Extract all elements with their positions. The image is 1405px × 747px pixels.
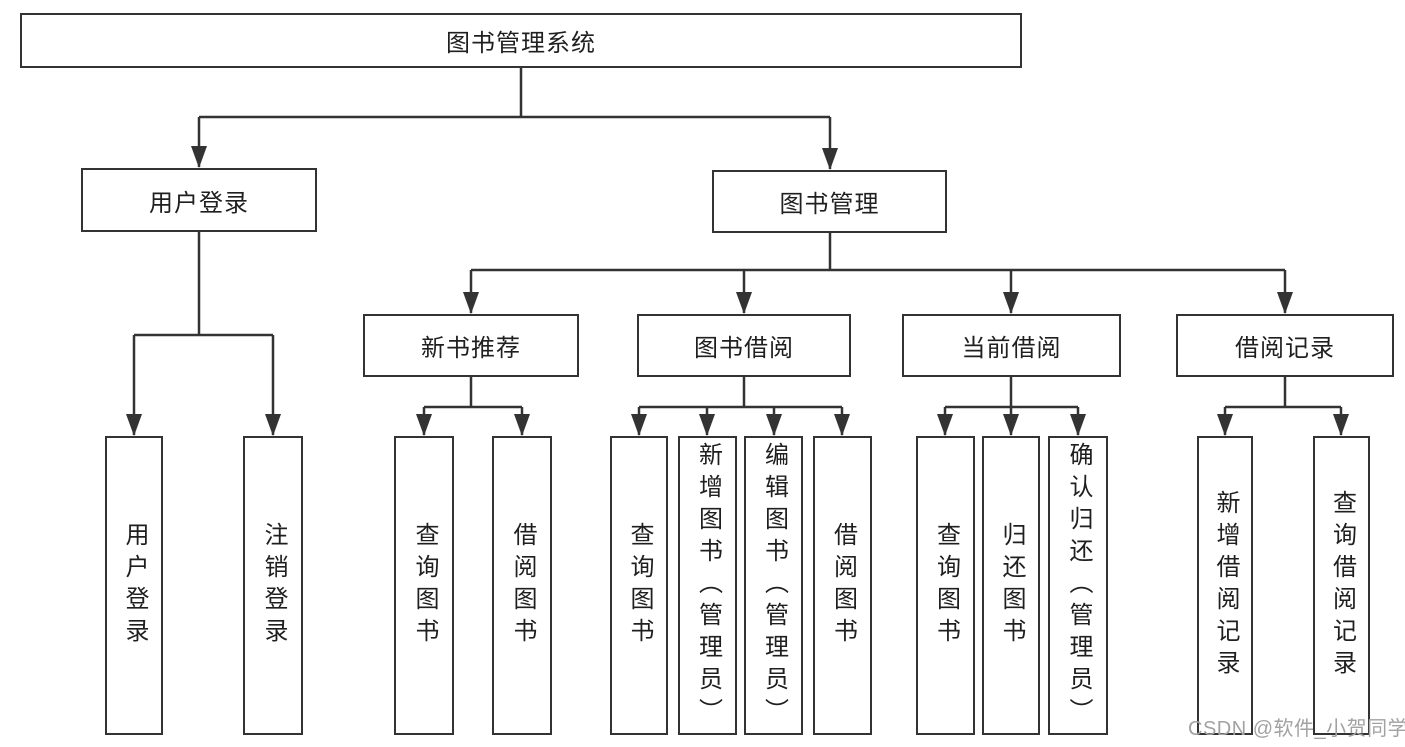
leaf-borrow-books: 借阅图书 [813,436,872,735]
leaf-add-borrow-record-label: 新增借阅记录 [1212,489,1239,682]
leaf-query-books-borrow: 查询图书 [610,436,668,735]
node-borrow-records: 借阅记录 [1176,314,1394,377]
leaf-borrow-books-recommend: 借阅图书 [492,436,552,735]
leaf-add-books-admin-label: 新增图书（管理员） [694,441,722,730]
leaf-edit-books-admin: 编辑图书（管理员） [744,436,803,735]
node-user-login: 用户登录 [81,168,317,232]
leaf-confirm-return-admin: 确认归还（管理员） [1048,436,1108,735]
leaf-add-borrow-record: 新增借阅记录 [1197,436,1253,735]
node-root-library-system: 图书管理系统 [20,13,1022,68]
leaf-add-books-admin: 新增图书（管理员） [678,436,737,735]
leaf-query-books-borrow-label: 查询图书 [626,521,653,650]
node-book-borrow-label: 图书借阅 [694,335,794,362]
leaf-user-login: 用户登录 [105,436,163,735]
leaf-logout-label: 注销登录 [260,521,287,650]
leaf-return-books-label: 归还图书 [998,521,1025,650]
node-user-login-label: 用户登录 [149,189,249,217]
leaf-query-books-recommend-label: 查询图书 [411,521,438,650]
node-current-borrow: 当前借阅 [902,314,1121,377]
node-root-label: 图书管理系统 [446,30,596,57]
leaf-query-books-recommend: 查询图书 [394,436,454,735]
node-new-book-recommend: 新书推荐 [363,314,579,377]
leaf-query-books-current: 查询图书 [916,436,975,735]
leaf-confirm-return-admin-label: 确认归还（管理员） [1065,441,1092,730]
node-book-management-label: 图书管理 [779,191,880,218]
watermark: CSDN @软件_小贺同学 [1188,718,1405,740]
leaf-borrow-books-recommend-label: 借阅图书 [509,521,536,650]
leaf-user-login-label: 用户登录 [121,521,148,650]
leaf-borrow-books-label: 借阅图书 [829,521,857,650]
node-book-borrow: 图书借阅 [637,314,851,377]
node-book-management: 图书管理 [712,170,947,233]
node-current-borrow-label: 当前借阅 [961,335,1062,362]
leaf-query-books-current-label: 查询图书 [932,521,960,650]
leaf-return-books: 归还图书 [982,436,1040,735]
leaf-logout: 注销登录 [243,436,303,735]
leaf-query-borrow-record-label: 查询借阅记录 [1328,489,1356,682]
leaf-query-borrow-record: 查询借阅记录 [1313,436,1370,735]
node-new-book-recommend-label: 新书推荐 [421,335,521,362]
node-borrow-records-label: 借阅记录 [1235,335,1335,362]
leaf-edit-books-admin-label: 编辑图书（管理员） [760,441,788,730]
